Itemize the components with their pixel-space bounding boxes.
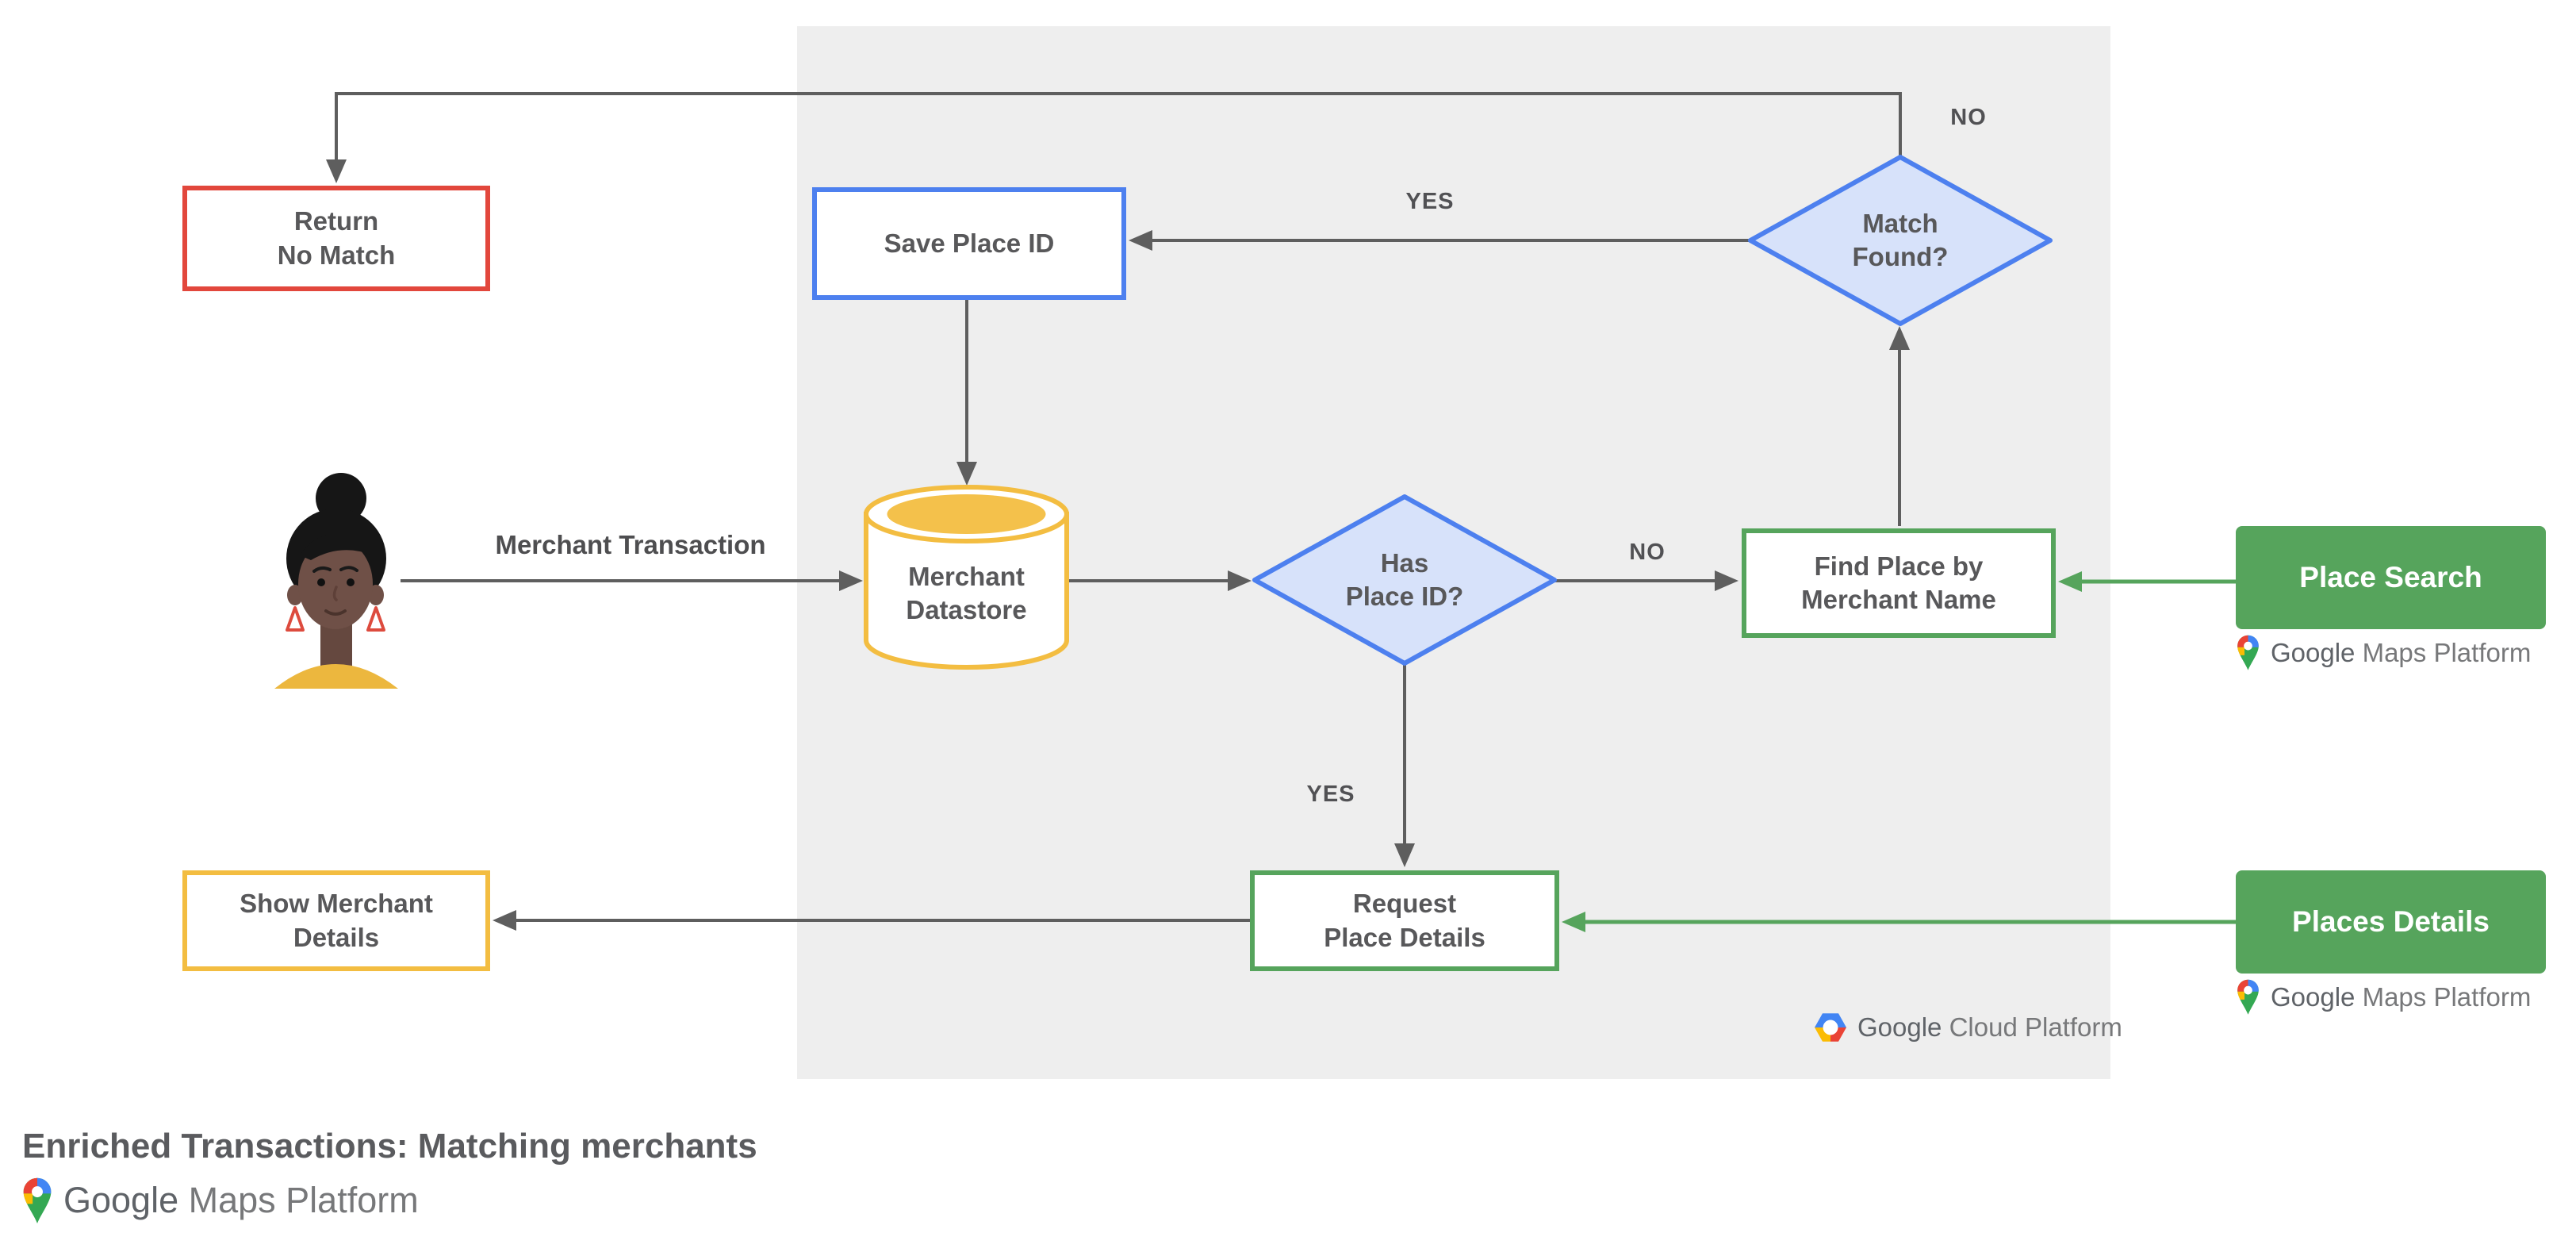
gmp-logo-rest: Maps Platform [2362,981,2532,1012]
arrowhead-into-saveplaceid [1129,230,1152,251]
gmp-logo-place-search: Google Maps Platform [2237,635,2531,670]
gcp-logo-google: Google [1857,1012,1942,1042]
node-request-place-details: Request Place Details [1250,870,1559,971]
datastore-top-fill [887,494,1046,534]
gmp-logo-google: Google [2271,981,2356,1012]
green-connectors [1585,579,2236,924]
avatar-face [298,539,373,629]
gmp-logo-places-details: Google Maps Platform [2237,979,2531,1015]
merchant-transaction-label: Merchant Transaction [495,530,766,559]
avatar-eye-right [347,578,355,586]
gmp-logo-text: Google Maps Platform [2271,982,2531,1012]
gray-arrowheads [326,159,1910,931]
maps-pin-icon [2237,635,2259,670]
arrowhead-into-return [326,159,347,183]
match-found-no-label: NO [1950,105,1987,130]
gray-connectors [335,92,1902,922]
gmp-logo-google: Google [63,1180,179,1220]
edge-matchfound-no [335,92,1902,159]
gmp-logo-footer: Google Maps Platform [22,1177,419,1223]
avatar-brow-left [312,566,332,573]
maps-pin-icon [2237,979,2259,1015]
gmp-logo-text: Google Maps Platform [63,1180,419,1221]
merchant-datastore-cylinder [864,485,1069,670]
datastore-body [864,512,1069,670]
node-return-no-match: Return No Match [182,186,490,291]
cloud-hexagon-icon [1815,1013,1846,1042]
node-save-place-id: Save Place ID [812,187,1126,300]
gmp-logo-rest: Maps Platform [2362,637,2532,667]
node-find-place-by-merchant-name: Find Place by Merchant Name [1742,528,2056,638]
match-found-diamond [1748,155,2053,326]
arrowhead-green-findplace [2058,571,2082,592]
diagram-title: Enriched Transactions: Matching merchant… [22,1127,757,1166]
gcp-logo: Google Cloud Platform [1815,1012,2122,1043]
gmp-logo-text: Google Maps Platform [2271,638,2531,668]
gmp-logo-google: Google [2271,637,2356,667]
has-place-id-diamond [1252,494,1557,666]
avatar-earring-right [366,606,385,632]
gcp-logo-text: Google Cloud Platform [1857,1012,2122,1043]
arrowhead-into-hasplaceid [1228,570,1252,591]
api-box-places-details: Places Details [2236,870,2546,974]
has-place-id-no-label: NO [1629,540,1666,565]
avatar-shirt [274,664,398,689]
gmp-logo-rest: Maps Platform [188,1180,419,1220]
arrowhead-into-request [1394,843,1415,867]
arrowhead-green-request [1562,912,1585,932]
avatar-earring-left [286,606,305,632]
avatar-fringe [300,532,373,560]
arrowhead-into-matchfound [1889,326,1910,350]
avatar-mouth [324,609,347,616]
gcp-logo-rest: Cloud Platform [1949,1012,2122,1042]
has-place-id-yes-label: YES [1306,782,1355,807]
avatar-nose [332,586,338,601]
green-arrowheads [1562,571,2082,932]
api-box-place-search: Place Search [2236,526,2546,629]
arrowhead-into-findplace [1715,570,1738,591]
arrowhead-into-datastore [839,570,863,591]
avatar-brow-right [339,566,358,572]
arrowhead-into-datastore-top [956,462,977,486]
node-show-merchant-details: Show Merchant Details [182,870,490,971]
maps-pin-icon [23,1177,52,1223]
avatar-eye-left [317,578,325,586]
customer-avatar [274,473,398,689]
arrowhead-into-show [493,910,516,931]
match-found-yes-label: YES [1405,189,1455,214]
